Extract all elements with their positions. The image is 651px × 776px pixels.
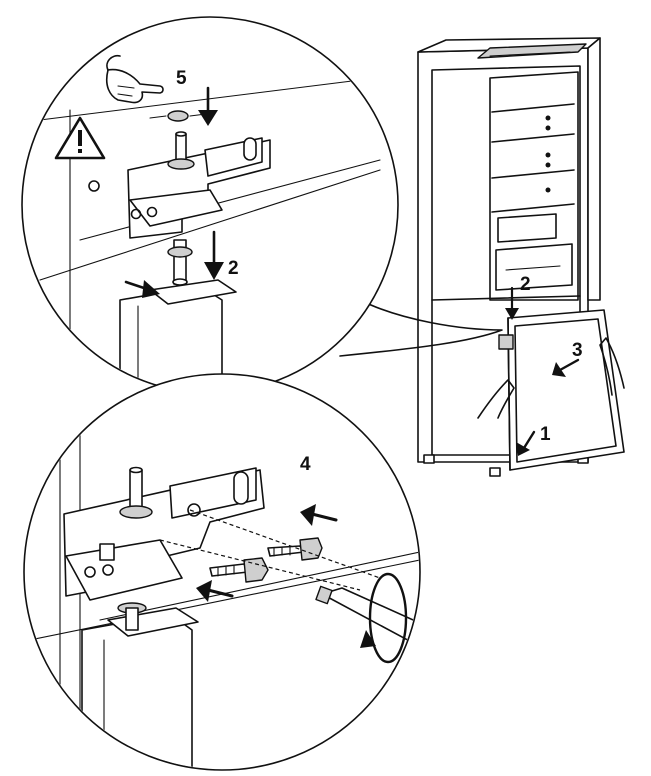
- step-label-1: 1: [540, 424, 551, 445]
- hand-right: [599, 337, 625, 396]
- bottom-detail: [23, 373, 421, 771]
- screw-upper: [267, 537, 323, 561]
- rotate-arrow-icon: [360, 572, 408, 664]
- arrow-down-5: [198, 86, 218, 126]
- pointing-hand-icon: [105, 54, 164, 104]
- callout-pointer: [339, 299, 503, 357]
- step-label-5: 5: [176, 68, 187, 89]
- step-label-2-detail: 2: [228, 258, 239, 279]
- arrow-left-screw-lower: [196, 580, 234, 602]
- arrow-left-screw-upper: [300, 504, 338, 526]
- screw-lower: [209, 557, 269, 583]
- step-label-4: 4: [300, 454, 311, 475]
- hand-left: [477, 379, 515, 419]
- arrow-left-3: [552, 358, 580, 377]
- warning-triangle-icon: [54, 116, 106, 160]
- arrow-down-2-detail: [204, 230, 224, 280]
- arrow-right-detail: [124, 280, 160, 298]
- top-detail: [21, 16, 399, 394]
- arrow-down-1: [516, 430, 536, 456]
- step-label-2-fridge: 2: [520, 274, 531, 295]
- freezer-door: [498, 309, 625, 471]
- arrow-down-2-fridge: [505, 286, 519, 320]
- step-label-3: 3: [572, 340, 583, 361]
